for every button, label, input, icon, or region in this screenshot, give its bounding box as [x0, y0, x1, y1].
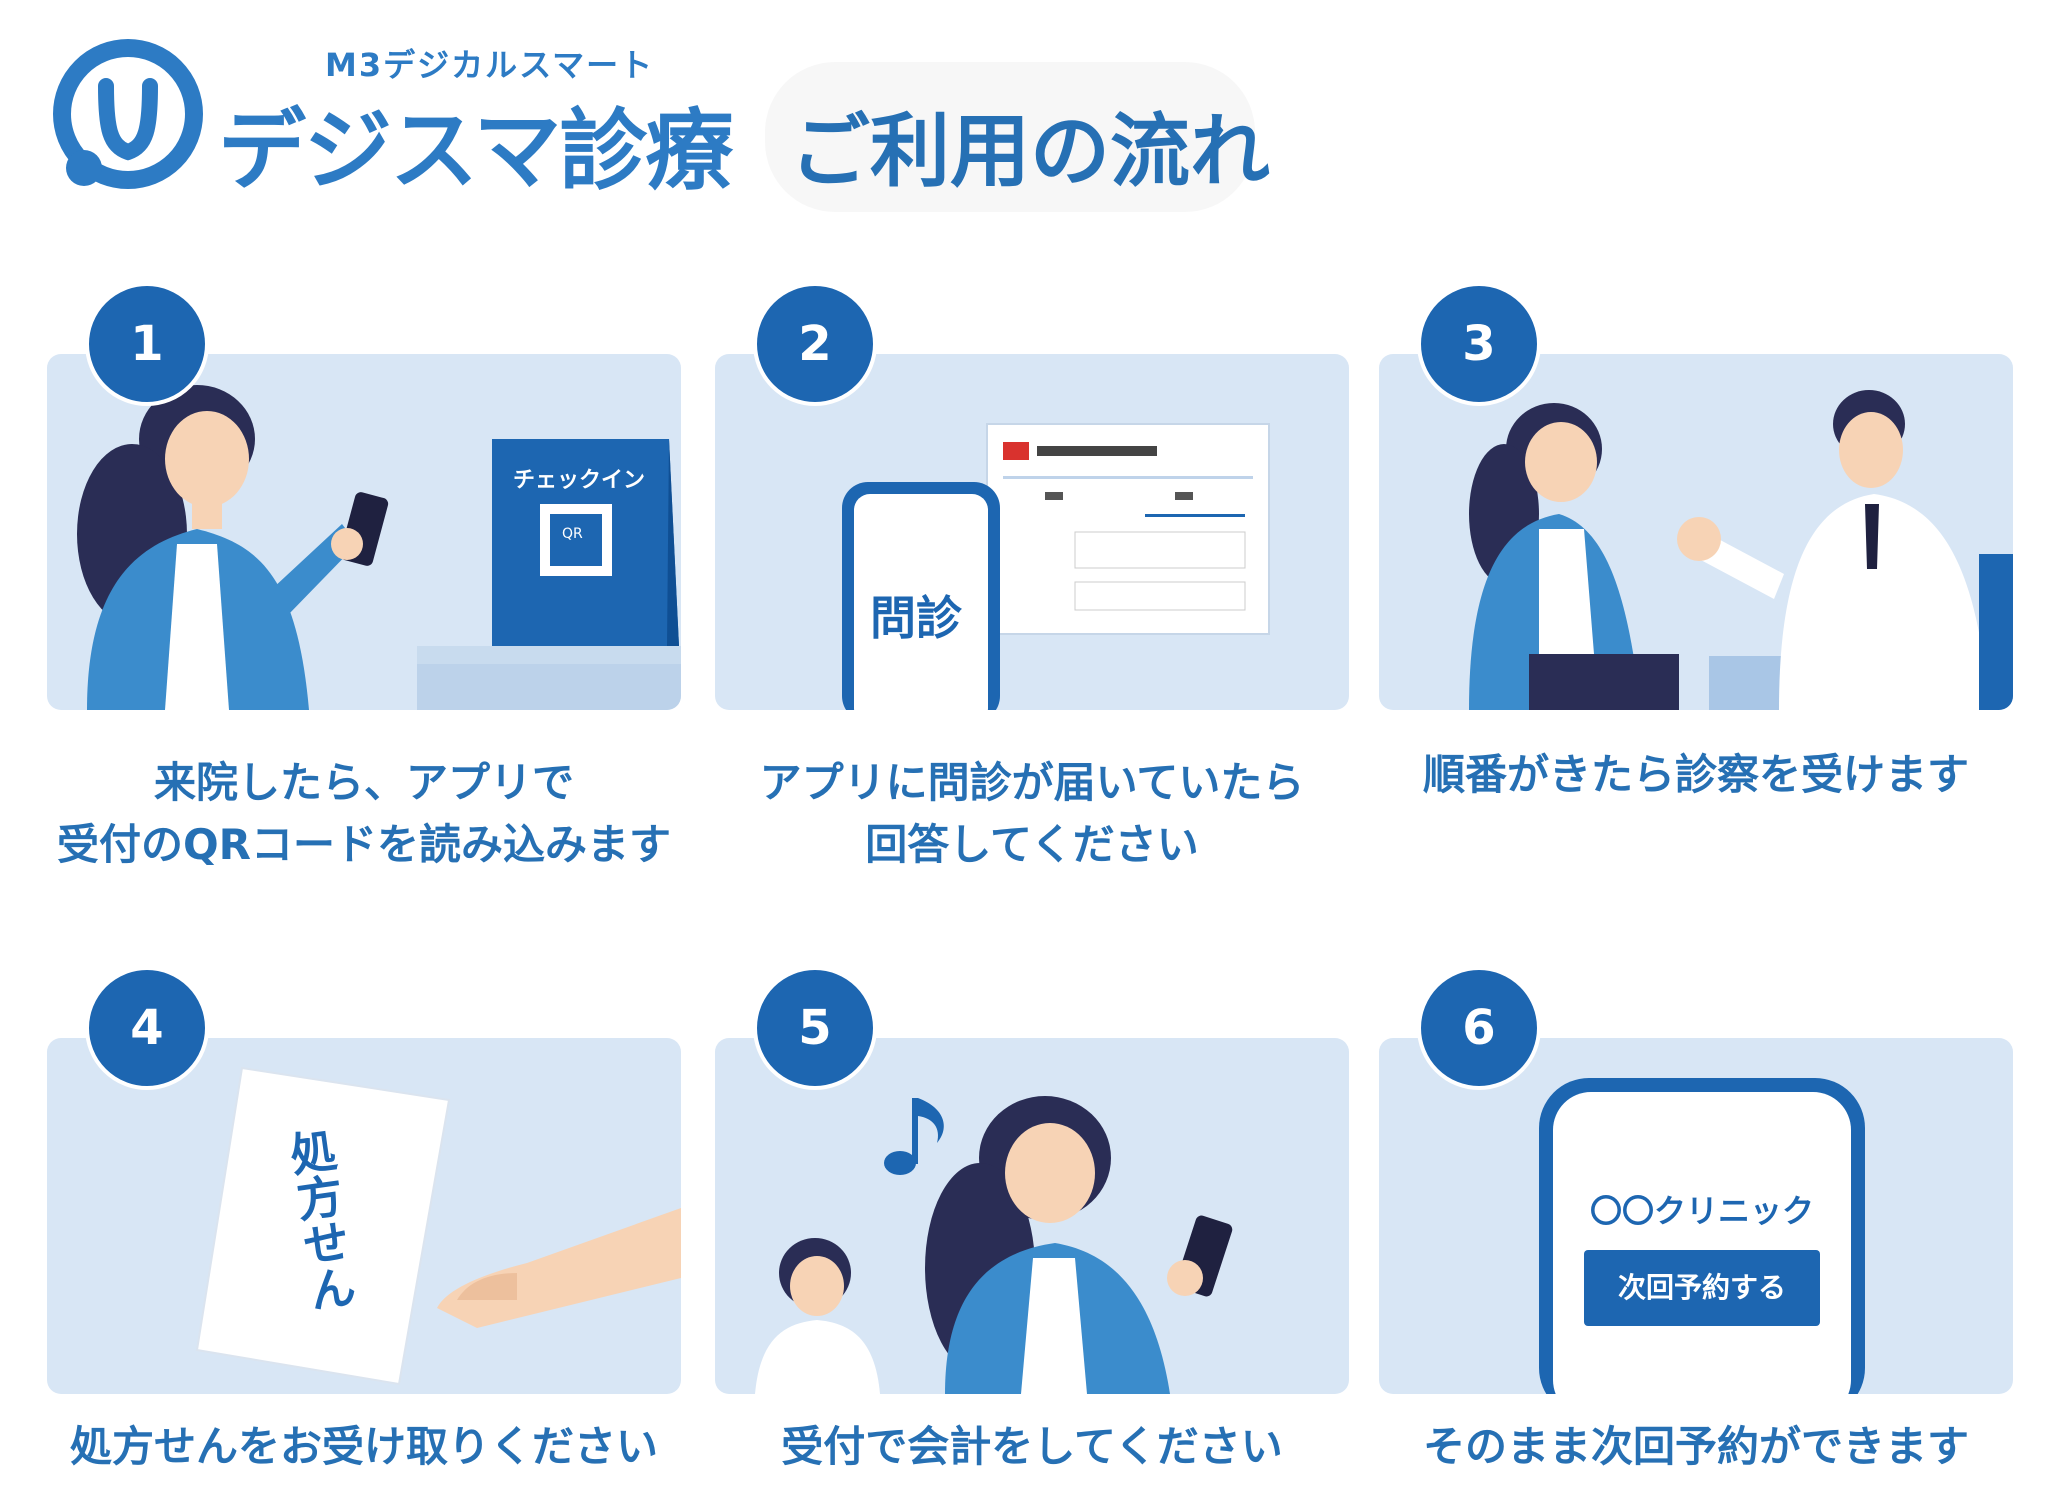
step-number-badge: 6	[1417, 966, 1541, 1090]
music-note-icon	[884, 1098, 944, 1175]
step-1-caption: 来院したら、アプリで 受付のQRコードを読み込みます	[47, 752, 681, 876]
step-number-badge: 3	[1417, 282, 1541, 406]
step-4-caption: 処方せんをお受け取りください	[47, 1416, 681, 1478]
reserve-next-button[interactable]: 次回予約する	[1584, 1250, 1820, 1326]
payment-scene	[755, 1096, 1233, 1394]
step-number-badge: 2	[753, 282, 877, 406]
brand-subtitle: M3デジカルスマート	[325, 46, 655, 84]
step-1-illustration: チェックイン QR	[47, 354, 681, 710]
step-4-illustration: 処方せん	[47, 1038, 681, 1394]
step-6-illustration: 〇〇クリニック 次回予約する	[1379, 1038, 2013, 1394]
caption-line: 順番がきたら診察を受けます	[1422, 750, 1969, 799]
step-3-illustration	[1379, 354, 2013, 710]
clinic-name: 〇〇クリニック	[1589, 1192, 1814, 1230]
brand-name: デジスマ診療	[218, 99, 733, 202]
step-number-badge: 4	[85, 966, 209, 1090]
phone-questionnaire-label: 問診	[870, 591, 962, 645]
caption-line: アプリに問診が届いていたら	[759, 758, 1305, 807]
logo-icon	[53, 39, 203, 189]
step-number-badge: 5	[753, 966, 877, 1090]
caption-line: そのまま次回予約ができます	[1422, 1422, 1969, 1471]
caption-line: 受付で会計をしてください	[781, 1422, 1283, 1471]
step-2-illustration: 問診	[715, 354, 1349, 710]
step-2-caption: アプリに問診が届いていたら 回答してください	[715, 752, 1349, 876]
checkin-scene	[77, 385, 681, 710]
step-5-caption: 受付で会計をしてください	[715, 1416, 1349, 1478]
step-5-illustration	[715, 1038, 1349, 1394]
caption-line: 回答してください	[865, 820, 1199, 869]
caption-line: 処方せんをお受け取りください	[69, 1422, 658, 1471]
caption-line: 受付のQRコードを読み込みます	[56, 820, 672, 869]
step-3-caption: 順番がきたら診察を受けます	[1379, 744, 2013, 806]
step-number-badge: 1	[85, 282, 209, 406]
prescription-scene	[195, 1066, 681, 1386]
flow-title-box: ご利用の流れ	[765, 62, 1270, 212]
questionnaire-scene	[842, 423, 1270, 710]
step-6-caption: そのまま次回予約ができます	[1379, 1416, 2013, 1478]
flow-title: ご利用の流れ	[790, 105, 1270, 198]
qr-label: QR	[562, 526, 583, 542]
checkin-sign-label: チェックイン	[513, 468, 646, 493]
caption-line: 来院したら、アプリで	[153, 758, 574, 807]
consultation-scene	[1469, 390, 2013, 710]
